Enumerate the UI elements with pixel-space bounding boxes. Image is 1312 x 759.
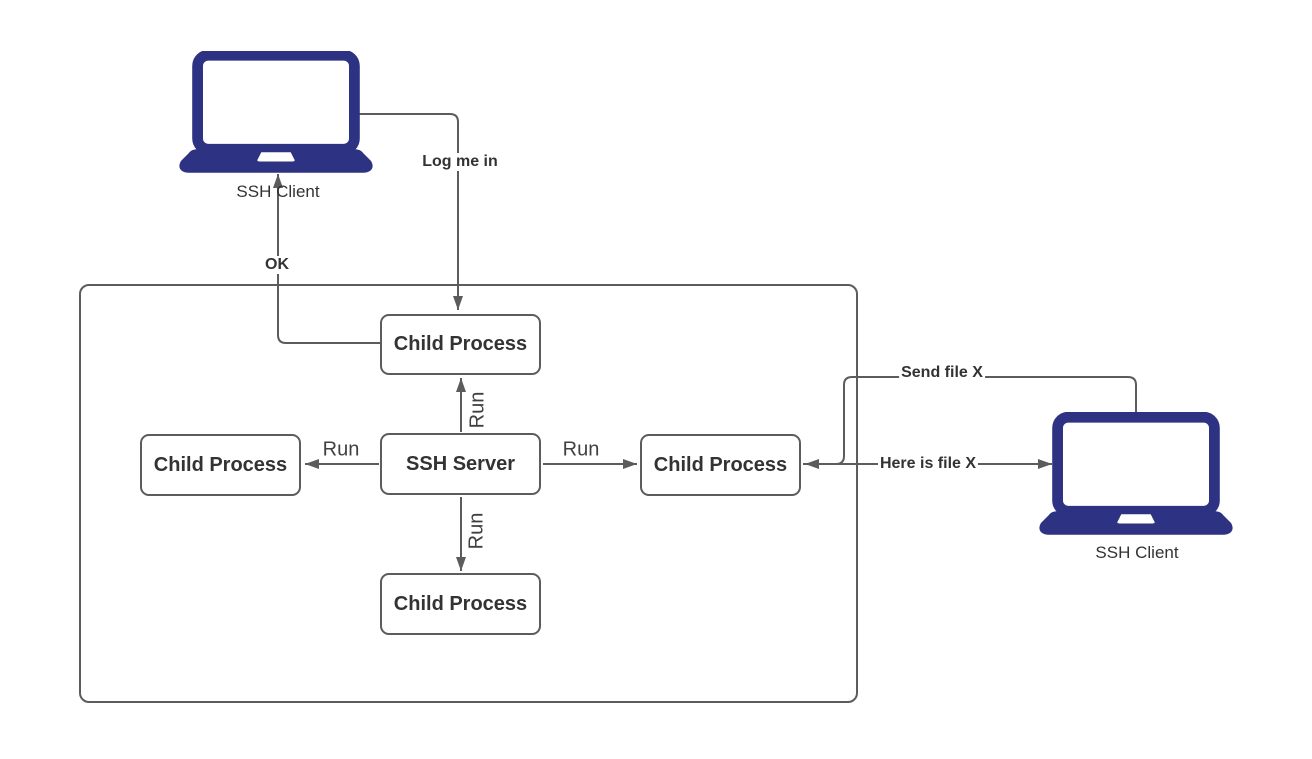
left-client-label: SSH Client xyxy=(236,182,320,201)
right-client-label: SSH Client xyxy=(1095,543,1179,562)
node-child-process-left: Child Process xyxy=(140,434,301,496)
laptop-icon-right xyxy=(1039,412,1233,535)
node-child-process-top: Child Process xyxy=(380,314,541,375)
node-child-process-right: Child Process xyxy=(640,434,801,496)
laptop-screen xyxy=(192,51,360,155)
server-boundary-box xyxy=(79,284,858,703)
edge-send-file-x xyxy=(805,376,1137,469)
edge-ok xyxy=(273,174,380,344)
edge-label-run-down: Run xyxy=(465,512,488,550)
node-ssh-server: SSH Server xyxy=(380,433,541,495)
laptop-icon-left xyxy=(179,51,373,173)
edge-label-here-is-file-x: Here is file X xyxy=(877,455,979,473)
laptop-screen xyxy=(1052,412,1220,517)
edge-label-run-left: Run xyxy=(320,438,362,462)
edge-log-me-in xyxy=(354,113,463,310)
laptop-notch xyxy=(257,152,295,162)
laptop-notch xyxy=(1117,514,1155,524)
edge-label-send-file-x: Send file X xyxy=(899,364,985,382)
edge-label-ok: OK xyxy=(263,256,291,274)
node-child-process-bottom: Child Process xyxy=(380,573,541,635)
edge-label-log-me-in: Log me in xyxy=(420,153,500,171)
edge-label-run-up: Run xyxy=(466,391,489,429)
edge-label-run-right: Run xyxy=(560,438,602,462)
